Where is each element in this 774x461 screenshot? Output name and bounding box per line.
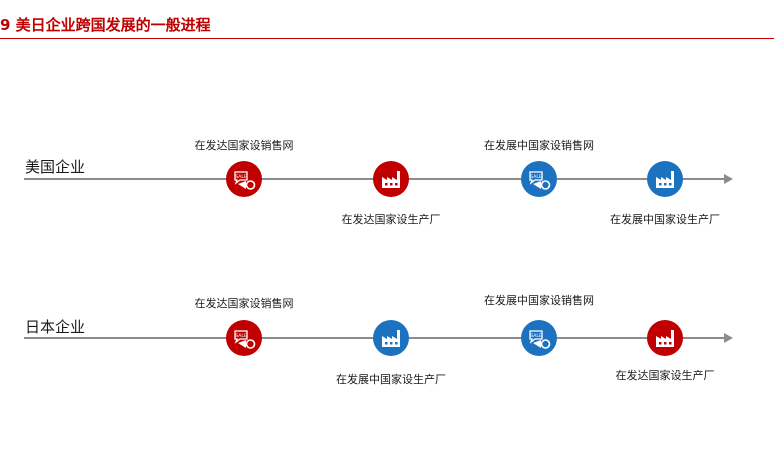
node-caption: 在发展中国家设生产厂 [336,373,446,386]
factory-icon [373,320,409,356]
svg-text:SALE: SALE [235,174,247,180]
sale-megaphone-icon: SALE [521,320,557,356]
factory-icon [647,320,683,356]
node-caption: 在发展中国家设销售网 [484,294,594,307]
arrow-head-icon [724,333,733,343]
svg-text:SALE: SALE [530,174,542,180]
node-caption: 在发展中国家设生产厂 [610,213,720,226]
svg-text:SALE: SALE [235,333,247,339]
page-title: 9 美日企业跨国发展的一般进程 [0,16,211,34]
sale-megaphone-icon: SALE [521,161,557,197]
node-caption: 在发达国家设销售网 [194,139,294,152]
node-caption: 在发达国家设生产厂 [341,213,441,226]
svg-text:SALE: SALE [530,333,542,339]
factory-icon [373,161,409,197]
row-label-us: 美国企业 [25,158,86,176]
node-caption: 在发达国家设生产厂 [615,369,715,382]
row-label-jp: 日本企业 [25,318,86,336]
sale-megaphone-icon: SALE [226,161,262,197]
node-caption: 在发达国家设销售网 [194,297,294,310]
sale-megaphone-icon: SALE [226,320,262,356]
factory-icon [647,161,683,197]
node-caption: 在发展中国家设销售网 [484,139,594,152]
title-bar: 9 美日企业跨国发展的一般进程 [0,0,774,39]
arrow-head-icon [724,174,733,184]
